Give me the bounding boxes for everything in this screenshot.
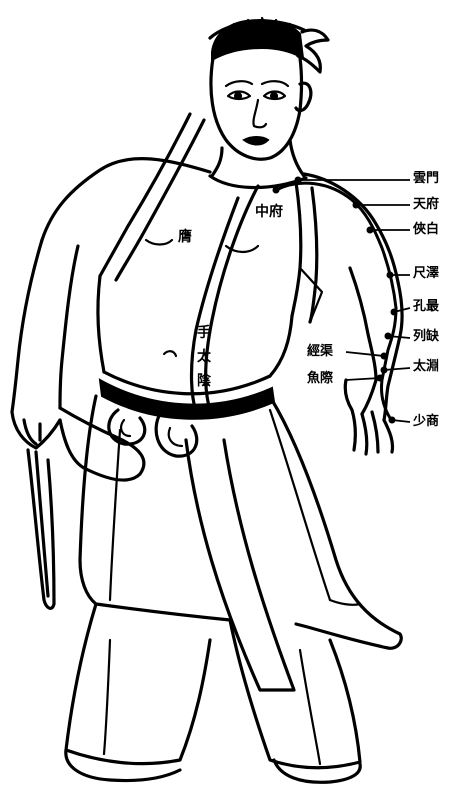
nose	[253, 100, 266, 127]
point-zhongfu	[273, 187, 280, 194]
right-arm-inner	[350, 268, 376, 380]
right-leg	[230, 620, 360, 768]
left-arm-outer	[12, 240, 42, 412]
left-torso-side	[98, 276, 104, 372]
mouth	[244, 137, 268, 145]
left-leg	[66, 604, 210, 764]
left-hand	[12, 412, 60, 448]
label-taiyuan: 太淵	[413, 360, 439, 373]
label-meridian-2: 太	[197, 350, 211, 364]
label-meridian-3: 陰	[197, 374, 211, 388]
label-kongzui: 孔最	[413, 300, 439, 313]
label-jingqu: 經渠	[307, 345, 333, 358]
shoulder-sash-right	[292, 182, 301, 316]
label-chize: 尺澤	[413, 267, 439, 280]
sash-end-center	[186, 440, 294, 690]
label-meridian-1: 手	[197, 326, 211, 340]
shoulder-sash-left	[100, 114, 190, 276]
navel	[164, 351, 176, 356]
label-chest: 膺	[178, 230, 192, 244]
acupoint-dots	[273, 177, 398, 424]
label-yunmen: 雲門	[413, 172, 439, 185]
label-zhongfu: 中府	[255, 205, 283, 219]
ear	[296, 83, 311, 110]
label-tianfu: 天府	[413, 198, 439, 211]
skirt-right	[272, 400, 401, 648]
label-shaoshang: 少商	[413, 415, 439, 428]
label-yuji: 魚際	[307, 372, 333, 385]
cross-ribbon	[206, 186, 258, 410]
belt-top	[104, 372, 270, 394]
head	[210, 18, 328, 159]
left-arm-inner	[60, 246, 78, 408]
right-torso-side	[270, 316, 292, 376]
label-xiabai: 俠白	[413, 223, 439, 236]
label-lieque: 列缺	[413, 330, 439, 343]
